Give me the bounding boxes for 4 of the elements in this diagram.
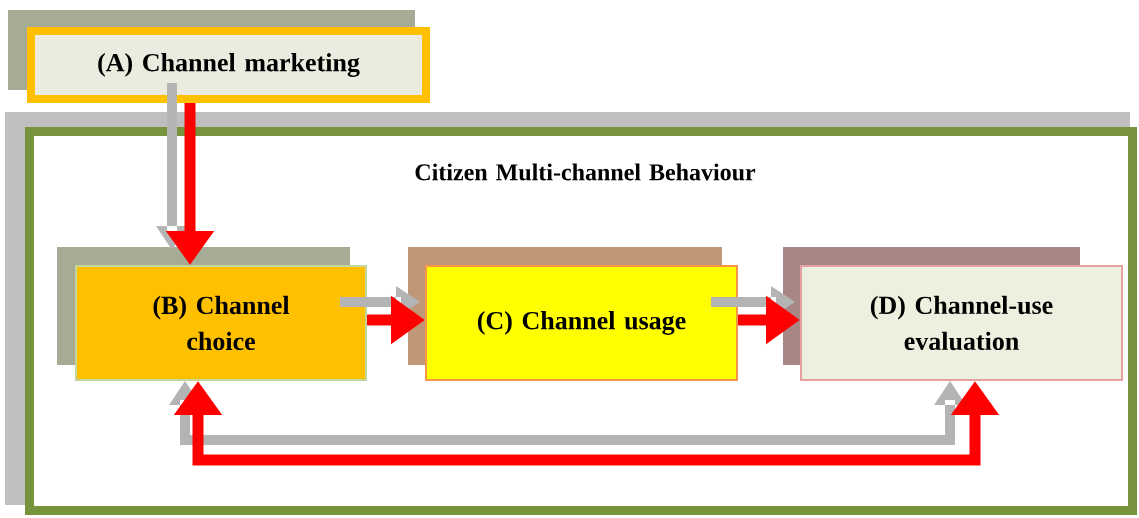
process-box: (D) Channel-use evaluation [800,265,1123,381]
process-box: (C) Channel usage [425,265,738,381]
process-box: (A) Channel marketing [27,27,430,103]
process-box: (B) Channel choice [75,265,367,381]
